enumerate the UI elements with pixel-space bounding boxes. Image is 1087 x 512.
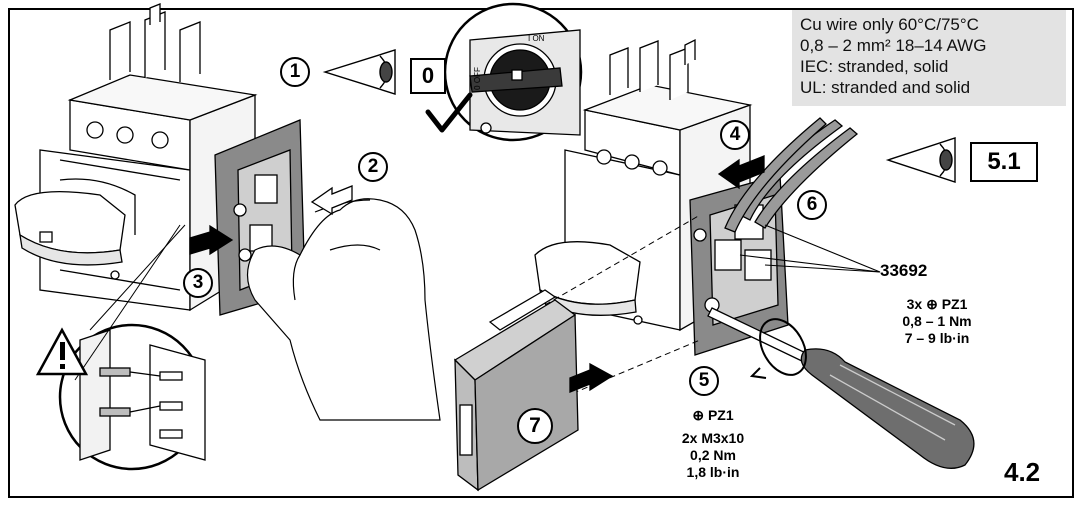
aux-module-part xyxy=(453,289,579,492)
switch-on-mark: I ON xyxy=(528,34,545,43)
part-number: 33692 xyxy=(880,261,928,280)
screwdriver xyxy=(707,307,975,469)
spec-line-ul: UL: stranded and solid xyxy=(800,78,971,97)
page-number: 4.2 xyxy=(1004,457,1041,487)
spec-line-size: 0,8 – 2 mm² 18–14 AWG xyxy=(800,36,987,55)
torque-nm: 0,8 – 1 Nm xyxy=(902,313,972,329)
switch-position-label: 0 xyxy=(410,58,446,94)
step-7: 7 xyxy=(517,408,553,444)
torque-lbin: 7 – 9 lb·in xyxy=(904,330,970,346)
check-icon xyxy=(425,92,473,133)
wires xyxy=(724,117,859,233)
switch-position-detail xyxy=(443,2,583,142)
eye-icon-left xyxy=(322,49,396,95)
switch-off-mark: 0 OFF xyxy=(472,67,482,90)
torque-tool: 3x ⊕ PZ1 xyxy=(906,296,968,312)
step-5: 5 xyxy=(689,366,719,396)
torque-spec-mounting: ⊕ PZ1 2x M3x10 0,2 Nm 1,8 lb·in xyxy=(658,407,768,481)
view-reference-label: 5.1 xyxy=(970,142,1038,182)
eye-icon-right xyxy=(885,137,956,183)
leader-lines xyxy=(739,224,881,273)
warning-icon xyxy=(35,327,89,376)
spec-line-iec: IEC: stranded, solid xyxy=(800,57,949,76)
mounting-screws: 2x M3x10 xyxy=(681,430,745,446)
step-2: 2 xyxy=(358,152,388,182)
spec-line-wire: Cu wire only 60°C/75°C xyxy=(800,15,979,34)
mounting-torque-nm: 0,2 Nm xyxy=(690,447,736,463)
step-3: 3 xyxy=(183,268,213,298)
step-6: 6 xyxy=(797,190,827,220)
wire-spec-box: Cu wire only 60°C/75°C 0,8 – 2 mm² 18–14… xyxy=(792,10,1066,106)
direction-arrows xyxy=(189,155,765,393)
torque-spec-terminals: 3x ⊕ PZ1 0,8 – 1 Nm 7 – 9 lb·in xyxy=(882,296,992,347)
mounting-torque-lbin: 1,8 lb·in xyxy=(686,464,740,480)
alignment-guides xyxy=(544,214,701,406)
step-1: 1 xyxy=(280,57,310,87)
detail-magnifier xyxy=(58,224,206,471)
mounting-tool: ⊕ PZ1 xyxy=(692,407,734,423)
step-4: 4 xyxy=(720,120,750,150)
